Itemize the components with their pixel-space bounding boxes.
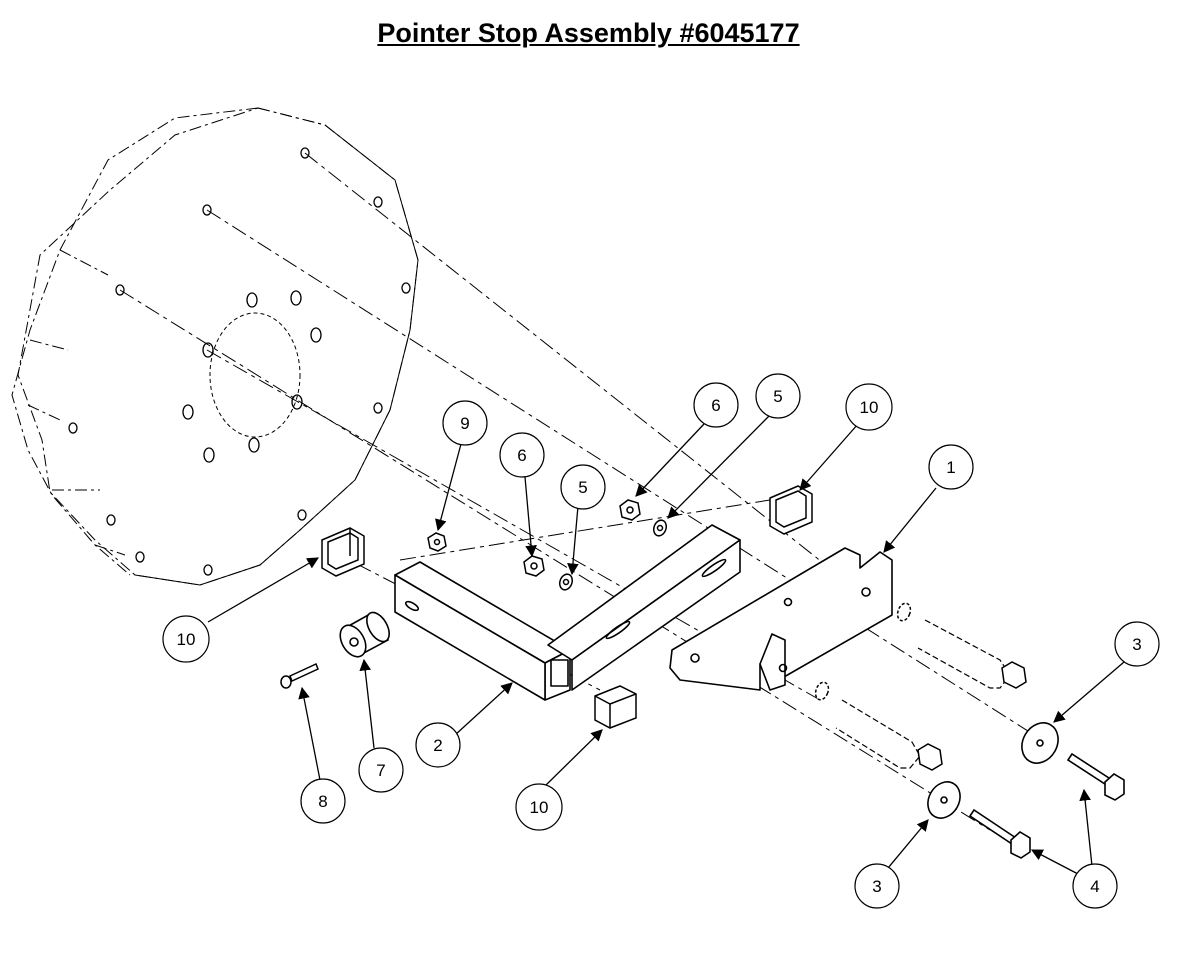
tube-plug-upper-right — [769, 485, 813, 535]
callout-2: 2 — [415, 722, 461, 768]
callout-10-left: 10 — [162, 615, 210, 663]
hidden-bolts — [835, 619, 1011, 769]
svg-text:2: 2 — [433, 736, 442, 755]
callout-4: 4 — [1072, 863, 1118, 909]
svg-text:5: 5 — [773, 387, 782, 406]
svg-text:8: 8 — [318, 792, 327, 811]
svg-text:3: 3 — [872, 877, 881, 896]
svg-text:10: 10 — [860, 398, 879, 417]
flange-inner-edge — [134, 124, 419, 586]
svg-text:3: 3 — [1132, 635, 1141, 654]
large-washers — [927, 722, 1059, 819]
svg-text:4: 4 — [1090, 877, 1099, 896]
callout-3-upper: 3 — [1114, 621, 1160, 667]
callout-10-lower: 10 — [515, 783, 563, 831]
callout-1: 1 — [928, 444, 974, 490]
svg-text:9: 9 — [460, 414, 469, 433]
screw — [280, 662, 319, 689]
flange-center-bore — [209, 312, 301, 438]
svg-text:10: 10 — [530, 798, 549, 817]
callout-3-lower: 3 — [854, 863, 900, 909]
tube-plug-left — [321, 527, 365, 577]
callout-7: 7 — [358, 747, 404, 793]
spacer — [339, 611, 390, 658]
callout-6-right: 6 — [693, 382, 739, 428]
hex-bolts — [968, 752, 1125, 859]
callout-6-left: 6 — [499, 432, 545, 478]
hex-nuts — [427, 499, 641, 577]
svg-text:7: 7 — [376, 761, 385, 780]
callout-10-upper: 10 — [845, 383, 893, 431]
hidden-bolt-heads — [917, 661, 1027, 771]
svg-text:1: 1 — [946, 458, 955, 477]
page-title: Pointer Stop Assembly #6045177 — [377, 18, 800, 48]
svg-text:6: 6 — [517, 446, 526, 465]
svg-text:10: 10 — [177, 630, 196, 649]
svg-text:5: 5 — [578, 478, 587, 497]
callout-5-right: 5 — [755, 373, 801, 419]
flange-bolt-holes — [68, 147, 411, 576]
callout-8: 8 — [300, 778, 346, 824]
stop-plate — [669, 547, 893, 691]
svg-text:6: 6 — [711, 396, 720, 415]
leader-lines — [207, 413, 1125, 875]
tube-weldment — [394, 524, 741, 701]
callout-9: 9 — [442, 400, 488, 446]
callout-5-left: 5 — [560, 464, 606, 510]
washers — [558, 519, 912, 701]
tube-plug-lower — [594, 685, 637, 729]
